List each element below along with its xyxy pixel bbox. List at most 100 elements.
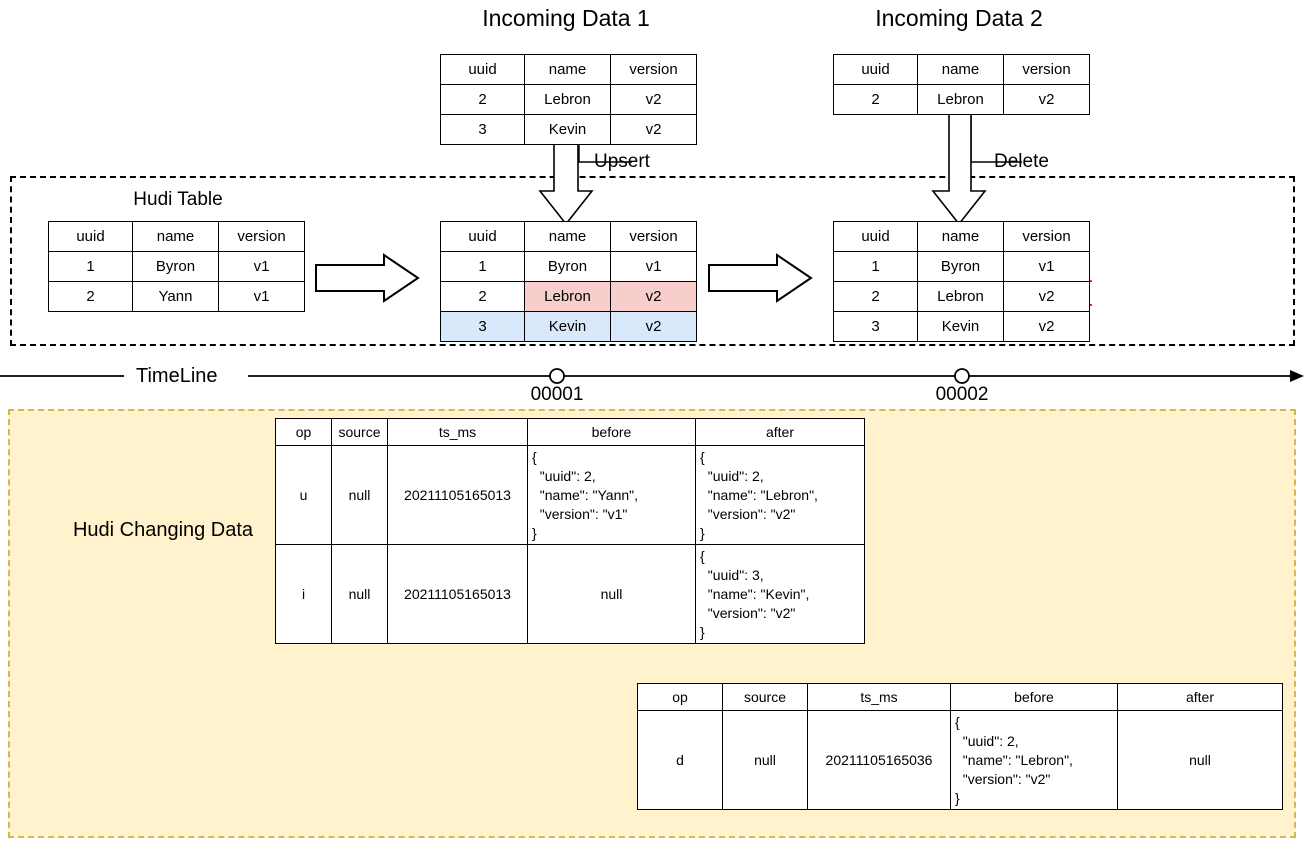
cell-name: Lebron	[917, 281, 1004, 312]
hudi-table-after-delete: uuid name version 1 Byron v1 2 Lebron v2…	[833, 221, 1090, 342]
cell-version: v1	[610, 251, 697, 282]
col-header-after: after	[1117, 683, 1283, 711]
cell-before: null	[527, 544, 696, 644]
timeline-marker-00001: 00001	[530, 384, 584, 405]
cell-version: v2	[1003, 84, 1090, 115]
cell-version: v2	[610, 281, 697, 312]
cell-name: Kevin	[917, 311, 1004, 342]
cell-source: null	[331, 445, 388, 545]
col-header-source: source	[722, 683, 808, 711]
col-header-before: before	[527, 418, 696, 446]
hudi-table-region	[10, 176, 1295, 346]
col-header-ts-ms: ts_ms	[387, 418, 528, 446]
upsert-label: Upsert	[594, 151, 650, 172]
incoming-data-1-table: uuid name version 2 Lebron v2 3 Kevin v2	[440, 54, 697, 145]
col-header-uuid: uuid	[48, 221, 133, 252]
table-header-row: uuid name version	[48, 221, 305, 252]
hudi-changing-data-label: Hudi Changing Data	[72, 519, 254, 541]
col-header-version: version	[610, 54, 697, 85]
cell-uuid: 2	[440, 281, 525, 312]
cell-name: Lebron	[917, 84, 1004, 115]
cell-version: v2	[610, 84, 697, 115]
cell-uuid: 1	[440, 251, 525, 282]
cell-uuid: 1	[833, 251, 918, 282]
col-header-uuid: uuid	[833, 221, 918, 252]
table-row: 3 Kevin v2	[440, 114, 697, 145]
cell-ts-ms: 20211105165013	[387, 544, 528, 644]
cell-ts-ms: 20211105165013	[387, 445, 528, 545]
col-header-name: name	[524, 221, 611, 252]
col-header-uuid: uuid	[440, 221, 525, 252]
cell-op: u	[275, 445, 332, 545]
cell-before: { "uuid": 2, "name": "Lebron", "version"…	[950, 710, 1118, 810]
changing-data-table-1: op source ts_ms before after u null 2021…	[275, 418, 865, 644]
table-row: 2 Yann v1	[48, 281, 305, 312]
table-row-inserted: 3 Kevin v2	[440, 311, 697, 342]
col-header-op: op	[275, 418, 332, 446]
cell-version: v2	[1003, 281, 1090, 312]
cell-source: null	[722, 710, 808, 810]
table-row: 2 Lebron v2	[833, 84, 1090, 115]
cell-version: v1	[1003, 251, 1090, 282]
cell-version: v2	[610, 114, 697, 145]
cell-version: v1	[218, 281, 305, 312]
col-header-name: name	[917, 221, 1004, 252]
cell-uuid: 2	[440, 84, 525, 115]
col-header-version: version	[1003, 54, 1090, 85]
cell-uuid: 2	[833, 84, 918, 115]
table-row-deleted: 2 Lebron v2	[833, 281, 1090, 312]
cell-after: null	[1117, 710, 1283, 810]
incoming-data-2-title: Incoming Data 2	[875, 5, 1043, 31]
table-row: 1 Byron v1	[440, 251, 697, 282]
col-header-version: version	[218, 221, 305, 252]
col-header-name: name	[132, 221, 219, 252]
timeline-marker-00002: 00002	[935, 384, 989, 405]
col-header-name: name	[524, 54, 611, 85]
table-row: 3 Kevin v2	[833, 311, 1090, 342]
cell-op: i	[275, 544, 332, 644]
table-header-row: uuid name version	[833, 54, 1090, 85]
table-row-updated: 2 Lebron v2	[440, 281, 697, 312]
table-row: u null 20211105165013 { "uuid": 2, "name…	[275, 445, 865, 545]
hudi-table-title: Hudi Table	[133, 189, 223, 210]
incoming-data-1-title: Incoming Data 1	[482, 5, 650, 31]
col-header-version: version	[1003, 221, 1090, 252]
hudi-table-after-upsert: uuid name version 1 Byron v1 2 Lebron v2…	[440, 221, 697, 342]
cell-uuid: 3	[440, 311, 525, 342]
col-header-uuid: uuid	[440, 54, 525, 85]
cell-version: v2	[610, 311, 697, 342]
col-header-name: name	[917, 54, 1004, 85]
cell-name: Kevin	[524, 114, 611, 145]
col-header-before: before	[950, 683, 1118, 711]
cell-uuid: 3	[833, 311, 918, 342]
cell-name: Byron	[524, 251, 611, 282]
cell-uuid: 1	[48, 251, 133, 282]
col-header-ts-ms: ts_ms	[807, 683, 951, 711]
cell-version: v1	[218, 251, 305, 282]
col-header-uuid: uuid	[833, 54, 918, 85]
cell-uuid: 2	[833, 281, 918, 312]
col-header-op: op	[637, 683, 723, 711]
cell-name: Lebron	[524, 281, 611, 312]
cell-after: { "uuid": 3, "name": "Kevin", "version":…	[695, 544, 865, 644]
cell-uuid: 2	[48, 281, 133, 312]
table-row: d null 20211105165036 { "uuid": 2, "name…	[637, 710, 1283, 810]
changing-data-table-2: op source ts_ms before after d null 2021…	[637, 683, 1283, 810]
incoming-data-2-table: uuid name version 2 Lebron v2	[833, 54, 1090, 115]
cell-op: d	[637, 710, 723, 810]
cell-source: null	[331, 544, 388, 644]
cell-name: Byron	[132, 251, 219, 282]
table-header-row: uuid name version	[440, 221, 697, 252]
table-header-row: uuid name version	[833, 221, 1090, 252]
cell-before: { "uuid": 2, "name": "Yann", "version": …	[527, 445, 696, 545]
table-header-row: uuid name version	[440, 54, 697, 85]
delete-label: Delete	[994, 151, 1049, 172]
cell-after: { "uuid": 2, "name": "Lebron", "version"…	[695, 445, 865, 545]
table-header-row: op source ts_ms before after	[275, 418, 865, 446]
col-header-source: source	[331, 418, 388, 446]
table-row: i null 20211105165013 null { "uuid": 3, …	[275, 544, 865, 644]
col-header-after: after	[695, 418, 865, 446]
cell-version: v2	[1003, 311, 1090, 342]
cell-ts-ms: 20211105165036	[807, 710, 951, 810]
